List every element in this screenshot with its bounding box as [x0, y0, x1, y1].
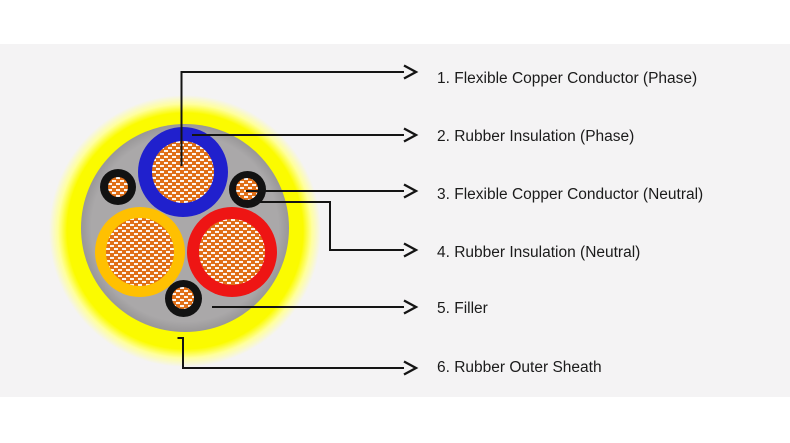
legend-item-5: 5. Filler — [437, 300, 488, 317]
arrow-right-icon — [403, 242, 419, 258]
leader-line-1 — [180, 64, 419, 166]
legend-item-3: 3. Flexible Copper Conductor (Neutral) — [437, 186, 704, 203]
leader-line-6 — [177, 337, 419, 376]
legend-item-1: 1. Flexible Copper Conductor (Phase) — [437, 70, 698, 87]
arrow-right-icon — [403, 360, 419, 376]
leader-line-5 — [212, 299, 419, 315]
neutral-copper-conductor-right — [236, 178, 258, 200]
leader-line-2 — [192, 127, 419, 143]
legend-item-2: 2. Rubber Insulation (Phase) — [437, 128, 635, 145]
leader-line-3 — [246, 183, 419, 199]
red-core-copper-conductor — [199, 219, 265, 285]
neutral-copper-conductor-bottom — [172, 287, 194, 309]
arrow-right-icon — [403, 299, 419, 315]
phase-copper-conductor — [152, 141, 214, 203]
arrow-right-icon — [403, 183, 419, 199]
legend-item-6: 6. Rubber Outer Sheath — [437, 359, 602, 376]
legend-item-4: 4. Rubber Insulation (Neutral) — [437, 244, 641, 261]
leader-line-4 — [255, 201, 419, 258]
amber-core-copper-conductor — [106, 218, 174, 286]
neutral-copper-conductor-left — [108, 177, 128, 197]
arrow-right-icon — [403, 127, 419, 143]
arrow-right-icon — [403, 64, 419, 80]
